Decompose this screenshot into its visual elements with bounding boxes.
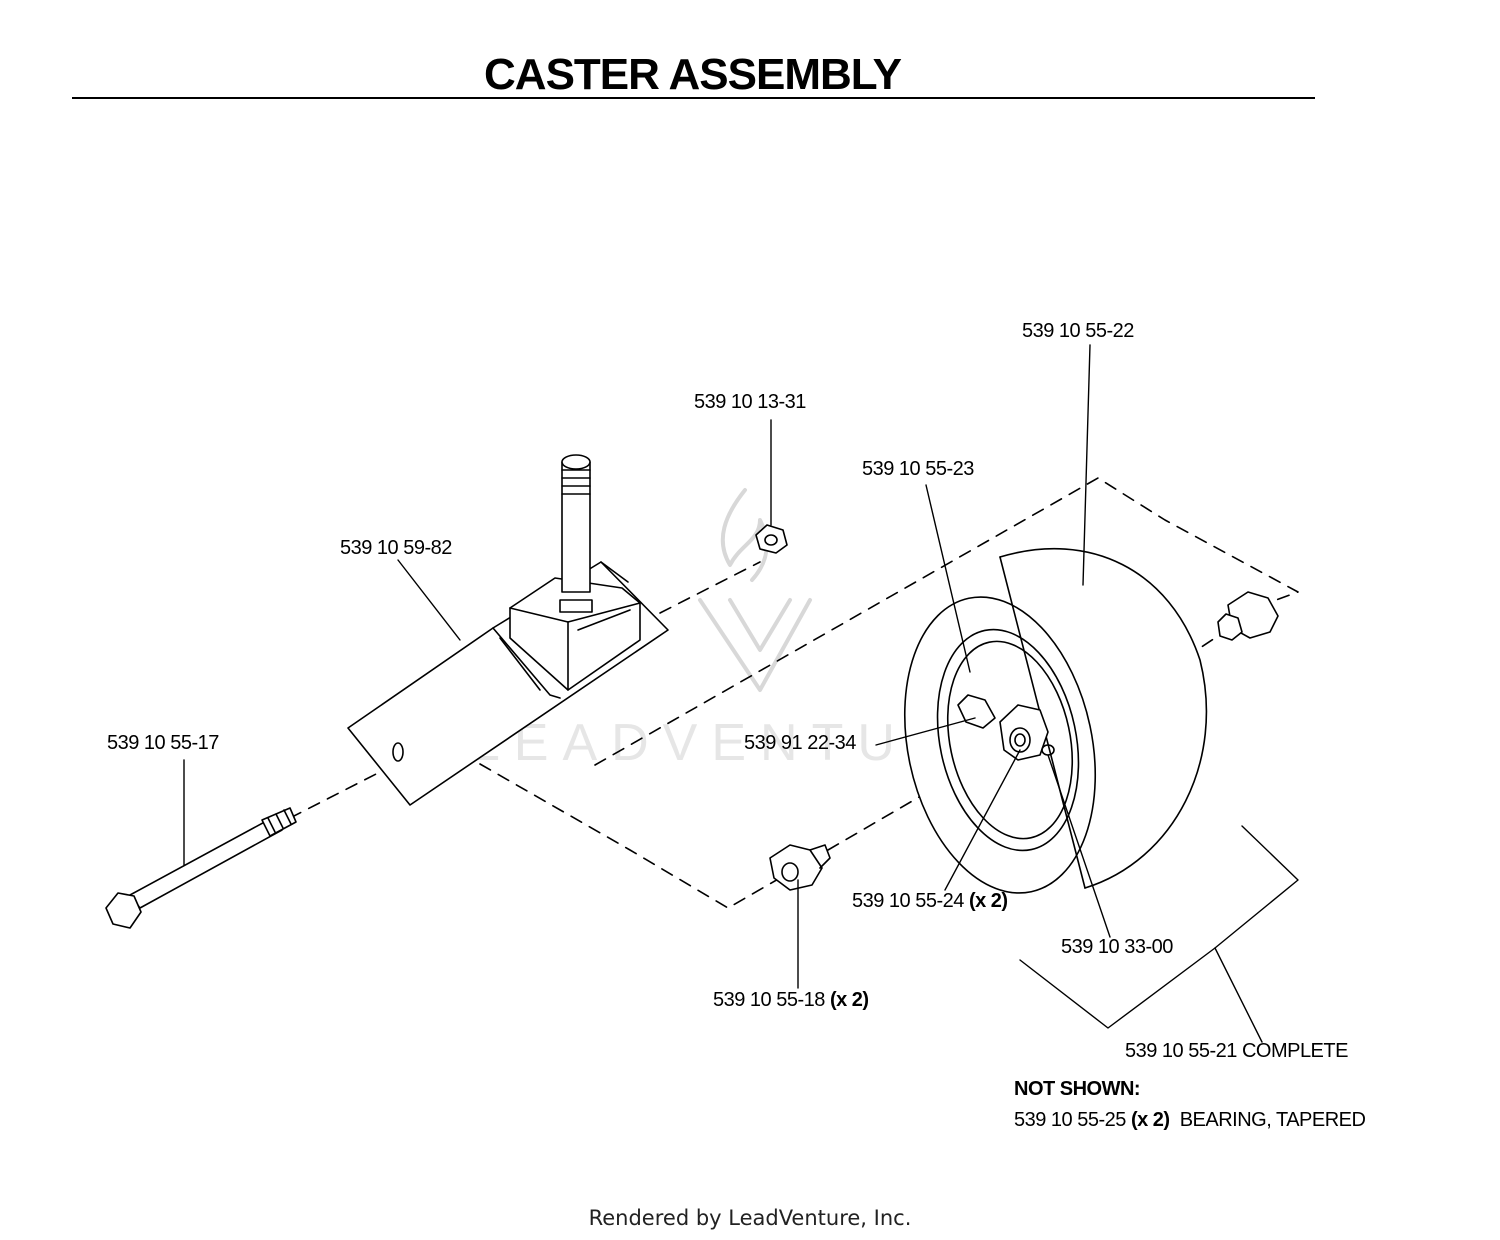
callout-lock-nut: 539 10 13-31 bbox=[694, 391, 806, 413]
callout-tire: 539 10 55-22 bbox=[1022, 320, 1134, 342]
callout-spacer: 539 10 33-00 bbox=[1061, 936, 1173, 958]
wheel-hub bbox=[999, 704, 1055, 761]
callout-wheel-complete: 539 10 55-21 COMPLETE bbox=[1125, 1040, 1348, 1062]
rendered-by-footer: Rendered by LeadVenture, Inc. bbox=[588, 1206, 912, 1230]
axle-bolt bbox=[105, 807, 297, 929]
leadventure-watermark-logo bbox=[698, 488, 812, 692]
not-shown-heading: NOT SHOWN: bbox=[1014, 1078, 1141, 1100]
callout-rim: 539 10 55-23 bbox=[862, 458, 974, 480]
callout-caster-fork: 539 10 59-82 bbox=[340, 537, 452, 559]
not-shown-item: 539 10 55-25 (x 2) BEARING, TAPERED bbox=[1014, 1109, 1366, 1131]
callout-leaders bbox=[183, 344, 1299, 1043]
kingpin-bolt bbox=[559, 454, 593, 613]
callout-bearing-cup: 539 10 55-24 (x 2) bbox=[852, 890, 1008, 912]
callout-axle-bolt: 539 10 55-17 bbox=[107, 732, 219, 754]
callout-grease-fitting: 539 91 22-34 bbox=[744, 732, 856, 754]
bushing-left bbox=[769, 844, 831, 891]
diagram-title: CASTER ASSEMBLY bbox=[484, 50, 902, 99]
title-underline bbox=[72, 97, 1315, 99]
callout-bushing: 539 10 55-18 (x 2) bbox=[713, 989, 869, 1011]
lock-nut bbox=[755, 524, 788, 554]
bushing-right bbox=[1217, 591, 1279, 641]
wheel-tire bbox=[903, 548, 1208, 894]
